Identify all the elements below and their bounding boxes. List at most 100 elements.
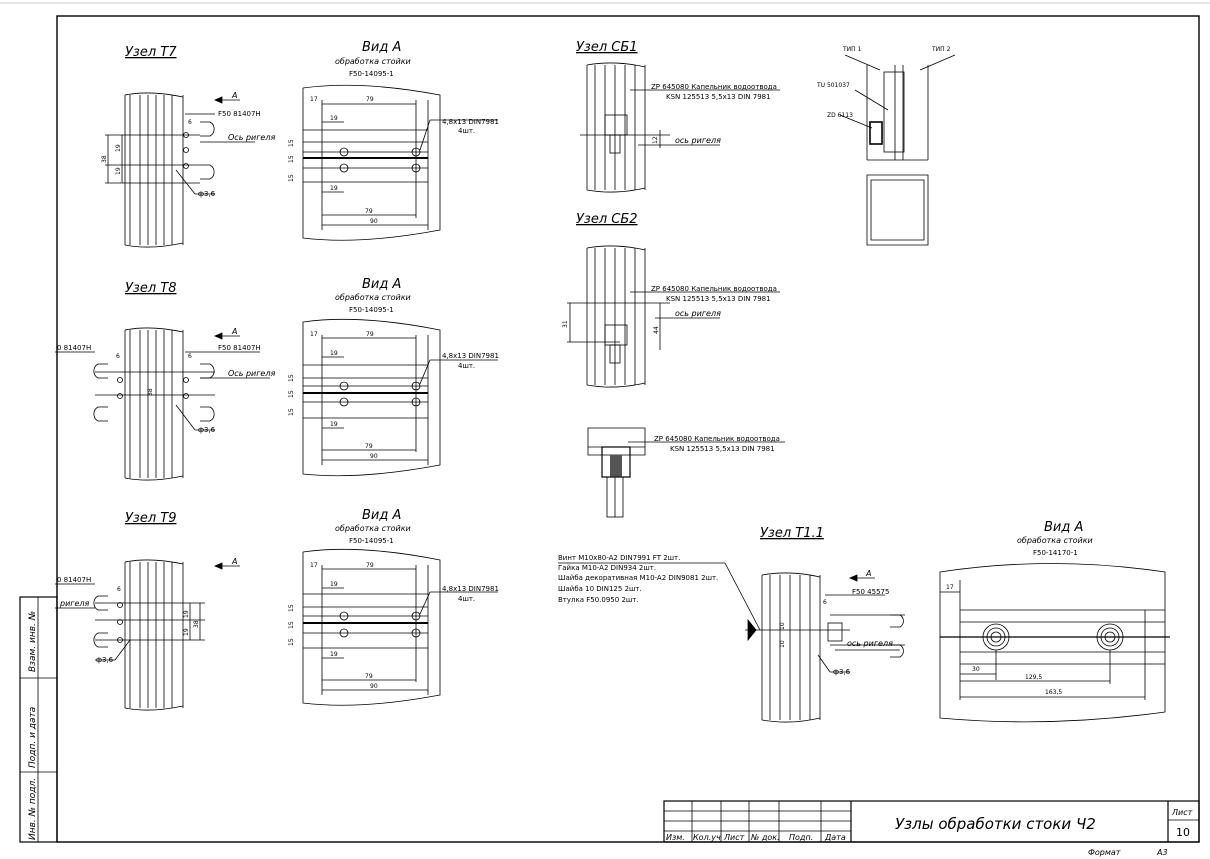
node-t7-screw: 4,8x13 DIN7981 bbox=[442, 118, 499, 126]
node-t11-view-title: Вид А bbox=[1044, 520, 1083, 535]
node-t7-view-code: F50-14095-1 bbox=[349, 70, 394, 78]
types-zd: ZD 6113 bbox=[827, 112, 853, 119]
stamp-col-list: Лист bbox=[723, 833, 745, 842]
node-t8-dim-15b: 15 bbox=[288, 390, 295, 398]
sheet-title: Узлы обработки стоки Ч2 bbox=[895, 815, 1096, 833]
node-t9-dim-6: 6 bbox=[117, 586, 121, 593]
stamp-col-kol: Кол.уч bbox=[693, 833, 721, 842]
node-t9-title: Узел Т9 bbox=[125, 511, 177, 526]
node-t9-view-code: F50-14095-1 bbox=[349, 537, 394, 545]
node-t11-arrow: А bbox=[865, 569, 871, 578]
node-t8-dim-19c: 19 bbox=[330, 350, 338, 357]
node-t9-dim-15a: 15 bbox=[288, 604, 295, 612]
node-sb1-part1: ZP 645080 Капельник водоотвода bbox=[651, 83, 777, 91]
node-t11-dim-10a: 10 bbox=[779, 622, 786, 630]
side-cell-inv: Инв. № подл. bbox=[28, 778, 38, 840]
stamp-col-doc: № док. bbox=[750, 833, 780, 842]
node-t11-view-dim-1635: 163,5 bbox=[1045, 689, 1062, 696]
node-t8-view-drawing bbox=[302, 318, 498, 477]
node-t11-spec-1: Винт M10x80-A2 DIN7991 FT 2шт. bbox=[558, 554, 680, 562]
node-t8-dim-6a: 6 bbox=[116, 353, 120, 360]
node-t11-spec-5: Втулка F50.0950 2шт. bbox=[558, 596, 639, 604]
node-t7-dim-79b: 79 bbox=[365, 208, 373, 215]
node-t7-dim-19c: 19 bbox=[330, 115, 338, 122]
node-t11-view-drawing bbox=[939, 563, 1170, 723]
node-t8-hole: ф3,6 bbox=[198, 426, 216, 434]
node-t9-qty: 4шт. bbox=[458, 595, 475, 603]
format-label: Формат bbox=[1088, 848, 1121, 857]
node-sb1-drawing bbox=[580, 62, 780, 193]
node-t7-dim-15a: 15 bbox=[288, 139, 295, 147]
node-t7-view-sub: обработка стойки bbox=[335, 57, 411, 66]
node-t7-dim-79a: 79 bbox=[366, 96, 374, 103]
node-t9-dim-79a: 79 bbox=[366, 562, 374, 569]
node-t7-view-drawing bbox=[302, 84, 498, 241]
node-sb1-part2: KSN 125513 5,5x13 DIN 7981 bbox=[666, 93, 771, 101]
node-sb2: Узел СБ2 ZP 645080 Капельник водоотвода … bbox=[562, 212, 780, 388]
node-t11-drawing bbox=[558, 562, 905, 723]
node-sb3: ZP 645080 Капельник водоотвода KSN 12551… bbox=[587, 427, 785, 518]
node-t8-dim-15c: 15 bbox=[288, 408, 295, 416]
node-t9-dim-38: 38 bbox=[193, 620, 200, 628]
node-t8: Узел Т8 А 0 81407H F50 81407H Ось ригеля… bbox=[55, 277, 499, 481]
node-t8-axis: Ось ригеля bbox=[228, 369, 275, 378]
stamp-col-date: Дата bbox=[824, 833, 846, 842]
node-sb2-dim-31: 31 bbox=[562, 320, 569, 328]
node-t7-arrow: А bbox=[231, 91, 237, 100]
node-t8-dim-90: 90 bbox=[370, 453, 378, 460]
node-t11-spec-2: Гайка M10-A2 DIN934 2шт. bbox=[558, 564, 656, 572]
node-t7-dim-15c: 15 bbox=[288, 174, 295, 182]
node-t11-view-dim-30: 30 bbox=[972, 666, 980, 673]
node-t7: Узел Т7 А F50 81407H Ось ригеля ф3,6 6 3… bbox=[101, 40, 499, 248]
node-t8-qty: 4шт. bbox=[458, 362, 475, 370]
node-t9-profile bbox=[55, 559, 240, 711]
node-t11: Узел Т1.1 Винт M10x80-A2 DIN7991 FT 2шт.… bbox=[558, 526, 905, 723]
node-t9-hole: ф3,6 bbox=[96, 656, 114, 664]
node-t9-dim-79b: 79 bbox=[365, 673, 373, 680]
node-t8-dim-17: 17 bbox=[310, 331, 318, 338]
node-t7-axis: Ось ригеля bbox=[228, 133, 275, 142]
node-t7-dim-19a: 19 bbox=[115, 144, 122, 152]
node-sb1-title: Узел СБ1 bbox=[576, 40, 638, 55]
node-t9-dim-17: 17 bbox=[310, 562, 318, 569]
node-sb2-axis: ось ригеля bbox=[675, 309, 721, 318]
node-sb2-part2: KSN 125513 5,5x13 DIN 7981 bbox=[666, 295, 771, 303]
node-t9-dim-15c: 15 bbox=[288, 638, 295, 646]
node-t9-part-left: 0 81407H bbox=[57, 576, 91, 584]
node-t7-dim-19d: 19 bbox=[330, 185, 338, 192]
node-t7-dim-6: 6 bbox=[188, 119, 192, 126]
node-t7-dim-17: 17 bbox=[310, 96, 318, 103]
node-t7-part: F50 81407H bbox=[218, 110, 261, 118]
sheet-number: 10 bbox=[1176, 826, 1190, 839]
node-t7-dim-90: 90 bbox=[370, 218, 378, 225]
node-t9-view-title: Вид А bbox=[362, 508, 401, 523]
node-sb1-dim-12: 12 bbox=[652, 136, 659, 144]
node-t9-dim-19d: 19 bbox=[330, 651, 338, 658]
node-t8-dim-79b: 79 bbox=[365, 443, 373, 450]
node-t7-hole: ф3,6 bbox=[198, 190, 216, 198]
sheet-frame bbox=[0, 2, 1210, 843]
node-t11-view-dim-1295: 129,5 bbox=[1025, 674, 1042, 681]
node-t7-profile bbox=[105, 92, 255, 248]
node-t9: Узел Т9 А 0 81407H ригеля ф3,6 6 19 19 3… bbox=[55, 508, 499, 711]
node-t8-view-code: F50-14095-1 bbox=[349, 306, 394, 314]
node-t9-view-drawing bbox=[302, 548, 498, 706]
node-t11-dim-6: 6 bbox=[823, 599, 827, 606]
node-t11-part: F50 45575 bbox=[852, 588, 889, 596]
node-t11-spec-3: Шайба декоративная M10-A2 DIN9081 2шт. bbox=[558, 574, 718, 582]
node-t11-dim-10b: 10 bbox=[779, 640, 786, 648]
node-t8-part: F50 81407H bbox=[218, 344, 261, 352]
node-t7-qty: 4шт. bbox=[458, 127, 475, 135]
stamp-col-izm: Изм. bbox=[666, 833, 685, 842]
node-t9-arrow: А bbox=[231, 557, 237, 566]
node-sb2-drawing bbox=[567, 245, 780, 388]
node-sb2-part1: ZP 645080 Капельник водоотвода bbox=[651, 285, 777, 293]
node-t8-title: Узел Т8 bbox=[125, 281, 177, 296]
node-t9-screw: 4,8x13 DIN7981 bbox=[442, 585, 499, 593]
type1-label: ТИП 1 bbox=[842, 46, 862, 53]
node-sb1-axis: ось ригеля bbox=[675, 136, 721, 145]
types-drawing bbox=[839, 54, 956, 246]
node-sb3-part1: ZP 645080 Капельник водоотвода bbox=[654, 435, 780, 443]
node-sb2-dim-44: 44 bbox=[653, 326, 660, 334]
